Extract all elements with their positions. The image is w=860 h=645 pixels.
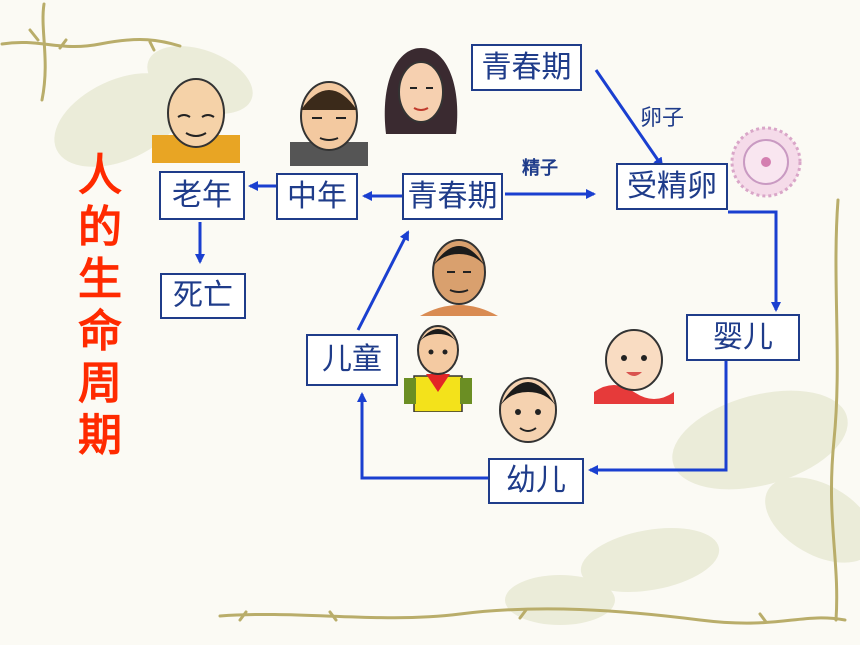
- page-title: 人的生命周期: [78, 150, 122, 461]
- arrow-zygote-to-infant: [728, 210, 781, 312]
- arrow-egg-to-zygote: [594, 69, 664, 168]
- toddler-icon: [499, 377, 557, 443]
- node-infant: 婴儿: [686, 314, 800, 361]
- node-toddler: 幼儿: [488, 458, 584, 504]
- egg-cell-icon: [730, 126, 802, 198]
- baby-icon: [594, 329, 674, 404]
- node-fertilized-egg: 受精卵: [616, 163, 728, 210]
- egg-label: 卵子: [640, 106, 685, 131]
- arrow-toddler-to-child: [357, 392, 488, 480]
- node-adolescence-mid: 青春期: [402, 173, 503, 220]
- young-woman-icon: [384, 48, 458, 134]
- node-death: 死亡: [160, 273, 246, 319]
- arrow-child-to-adolescence: [356, 230, 410, 331]
- sperm-label: 精子: [522, 158, 558, 179]
- middle-aged-man-icon: [290, 81, 368, 166]
- schoolchild-icon: [404, 325, 472, 412]
- arrow-infant-to-toddler: [588, 360, 728, 475]
- node-middle-age: 中年: [276, 173, 358, 220]
- node-child: 儿童: [306, 334, 398, 386]
- node-old-age: 老年: [159, 171, 245, 220]
- old-man-icon: [152, 78, 240, 163]
- node-adolescence-top: 青春期: [471, 44, 582, 91]
- young-man-icon: [420, 239, 498, 316]
